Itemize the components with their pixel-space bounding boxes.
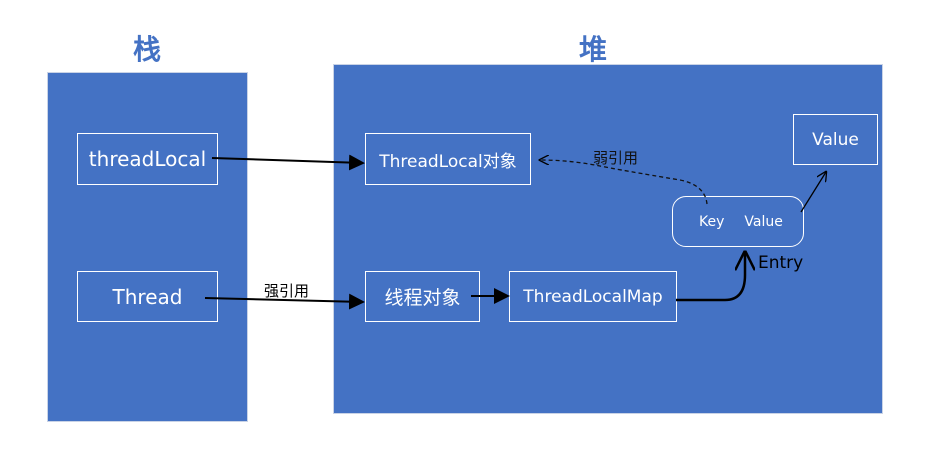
threadlocal-object-box: ThreadLocal对象 (365, 133, 531, 185)
arrow-map-entry (676, 253, 745, 302)
stack-title: 栈 (132, 33, 162, 66)
stack-panel (47, 72, 248, 422)
arrow-threadlocal (211, 154, 365, 171)
arrow-entry-value (800, 172, 826, 213)
entry-label: Entry (758, 253, 804, 273)
threadlocal-ref-box: threadLocal (77, 133, 218, 185)
arrow-weak-ref (540, 160, 708, 205)
entry-box: Key Value (672, 196, 804, 247)
arrow-thread-strong (204, 293, 365, 310)
entry-key: Key (699, 213, 725, 230)
thread-ref-box: Thread (77, 271, 218, 322)
strong-ref-label: 强引用 (264, 282, 310, 300)
heap-title: 堆 (578, 33, 608, 66)
value-box: Value (793, 114, 878, 165)
weak-ref-label: 弱引用 (593, 149, 639, 167)
entry-value: Value (744, 213, 783, 230)
